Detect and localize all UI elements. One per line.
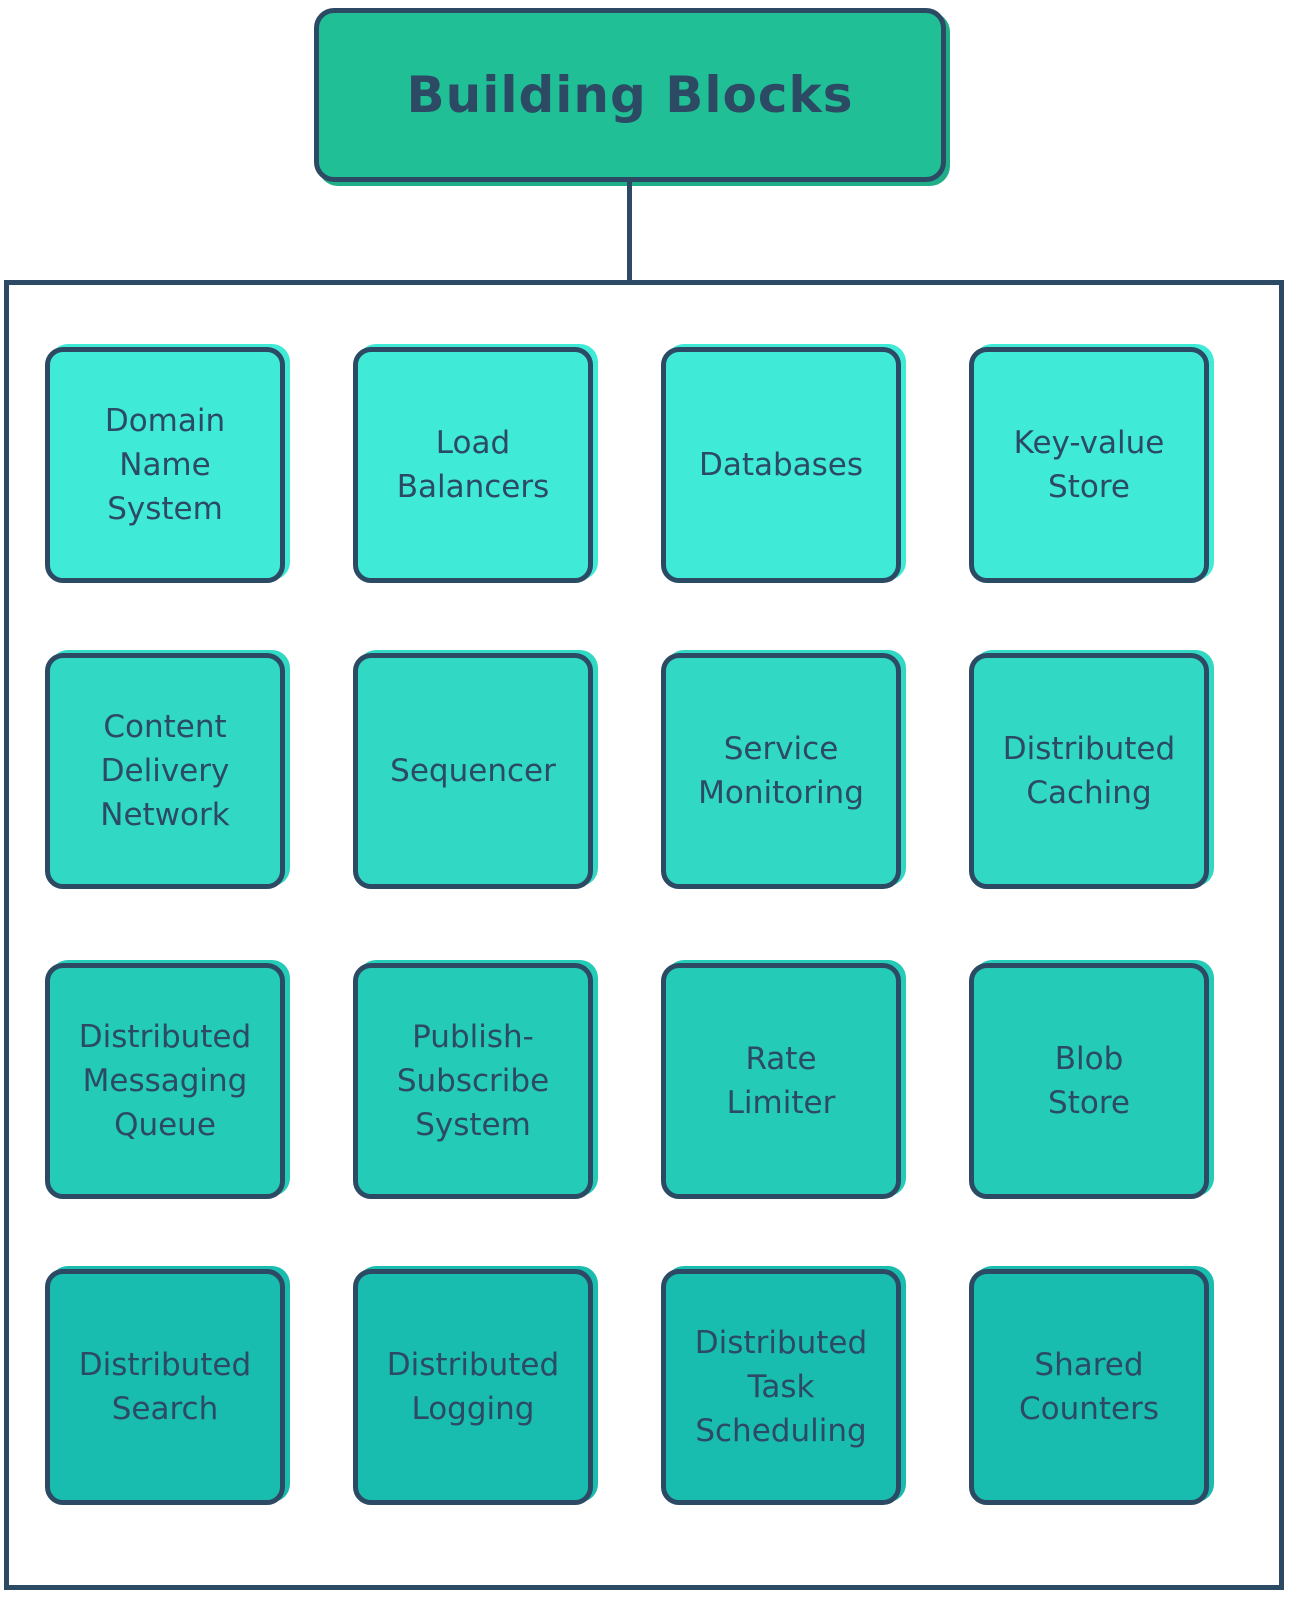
block-label: Publish- Subscribe System (396, 1019, 550, 1143)
block-r1-c4: Key-value Store (969, 347, 1209, 583)
block-r2-c4: Distributed Caching (969, 653, 1209, 889)
block-r3-c3: Rate Limiter (661, 963, 901, 1199)
block-label: Sequencer (390, 753, 556, 789)
block-label: Distributed Task Scheduling (694, 1325, 868, 1449)
block-r3-c4: Blob Store (969, 963, 1209, 1199)
block-label: Service Monitoring (698, 731, 864, 811)
block-r1-c3: Databases (661, 347, 901, 583)
block-label: Distributed Caching (1002, 731, 1176, 811)
block-label: Databases (698, 447, 864, 483)
block-r3-c2: Publish- Subscribe System (353, 963, 593, 1199)
block-r3-c1: Distributed Messaging Queue (45, 963, 285, 1199)
block-label: Key-value Store (1013, 425, 1165, 505)
blocks-container: Domain Name System Load Balancers Database… (4, 280, 1284, 1590)
block-label: Load Balancers (396, 425, 550, 505)
block-label: Domain Name System (104, 403, 226, 527)
block-r4-c4: Shared Counters (969, 1269, 1209, 1505)
block-r4-c1: Distributed Search (45, 1269, 285, 1505)
building-blocks-title-box: Building Blocks (314, 8, 946, 182)
block-r2-c2: Sequencer (353, 653, 593, 889)
block-label: Distributed Logging (386, 1347, 560, 1427)
block-r2-c3: Service Monitoring (661, 653, 901, 889)
block-r4-c3: Distributed Task Scheduling (661, 1269, 901, 1505)
title-connector-line (627, 182, 632, 282)
block-label: Shared Counters (1018, 1347, 1160, 1427)
block-r1-c2: Load Balancers (353, 347, 593, 583)
block-label: Distributed Messaging Queue (78, 1019, 252, 1143)
block-label: Blob Store (1048, 1041, 1130, 1121)
block-r2-c1: Content Delivery Network (45, 653, 285, 889)
block-label: Content Delivery Network (100, 709, 230, 833)
block-r4-c2: Distributed Logging (353, 1269, 593, 1505)
diagram-title: Building Blocks (406, 66, 854, 124)
block-label: Distributed Search (78, 1347, 252, 1427)
block-label: Rate Limiter (726, 1041, 836, 1121)
block-r1-c1: Domain Name System (45, 347, 285, 583)
